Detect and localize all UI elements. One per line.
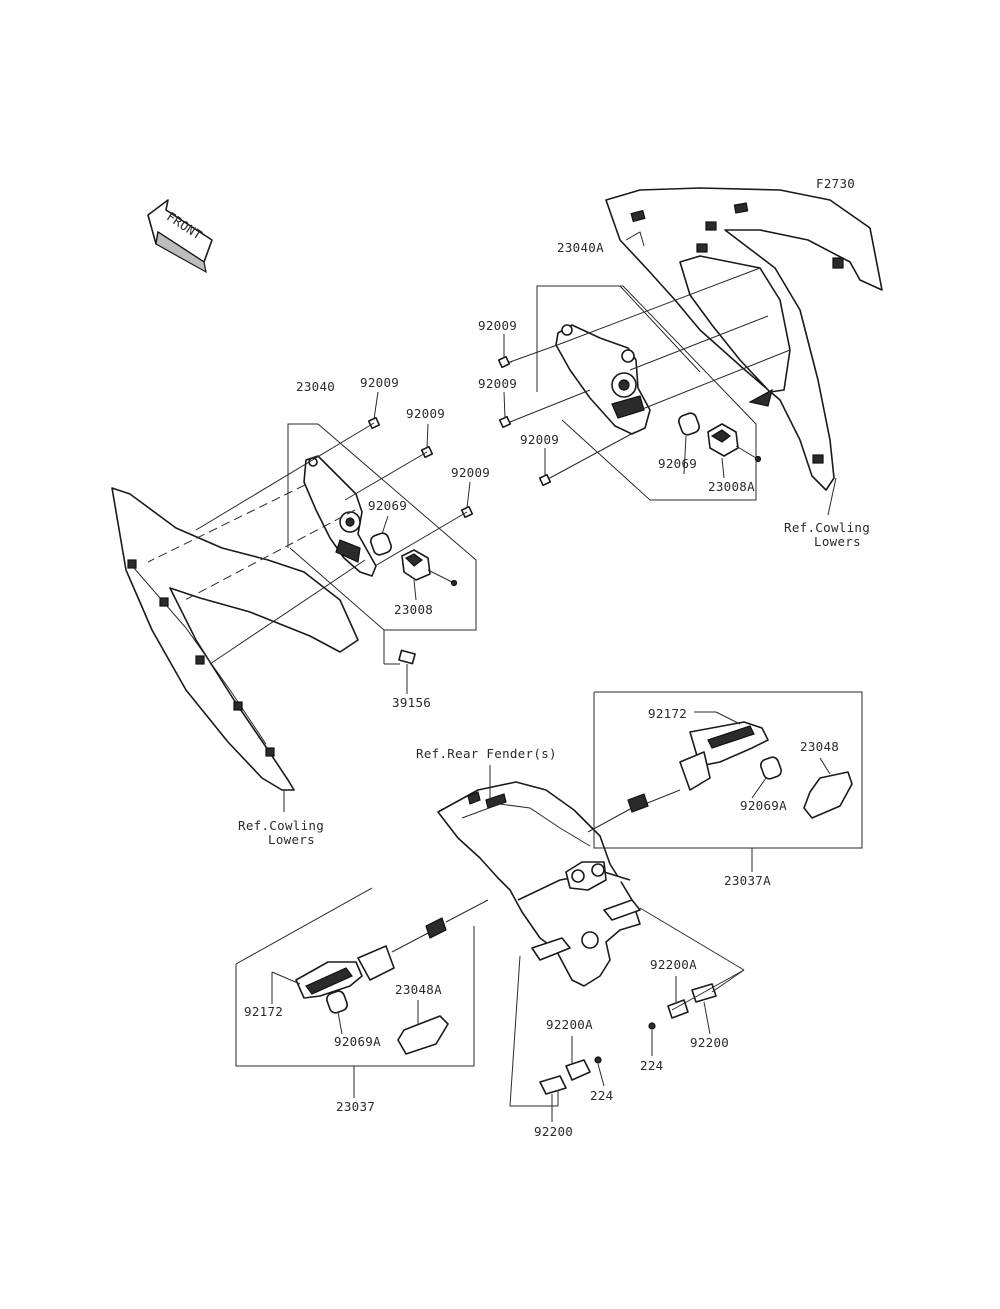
front-direction-arrow: FRONT (147, 199, 213, 274)
label-ref-cowling-left-1: Ref.Cowling (238, 818, 324, 833)
bulb-92069A-left (326, 990, 348, 1014)
reflector-bracket-right (648, 983, 717, 1030)
label-92069-left: 92069 (368, 498, 407, 513)
label-92009-c: 92009 (520, 432, 559, 447)
label-23037: 23037 (336, 1099, 375, 1114)
right-front-turn-signal-housing (555, 324, 651, 435)
label-23048: 23048 (800, 739, 839, 754)
lens-23048 (803, 771, 853, 819)
right-rear-turn-signal (627, 711, 769, 813)
label-92200-right: 92200 (690, 1035, 729, 1050)
bulb-92069A-right (760, 756, 782, 780)
label-ref-cowling-right-2: Lowers (814, 534, 861, 549)
label-224-center: 224 (590, 1088, 613, 1103)
label-23040A: 23040A (557, 240, 604, 255)
label-23008: 23008 (394, 602, 433, 617)
label-92009-d: 92009 (360, 375, 399, 390)
label-92200A-right: 92200A (650, 957, 697, 972)
label-39156: 39156 (392, 695, 431, 710)
label-92009-f: 92009 (451, 465, 490, 480)
screws-92009-top (497, 355, 552, 487)
label-23037A: 23037A (724, 873, 771, 888)
rear-fender (437, 781, 641, 987)
label-23008A: 23008A (708, 479, 755, 494)
label-92009-e: 92009 (406, 406, 445, 421)
label-ref-cowling-left-2: Lowers (268, 832, 315, 847)
label-92009-a: 92009 (478, 318, 517, 333)
figure-code: F2730 (816, 176, 855, 191)
label-ref-cowling-right-1: Ref.Cowling (784, 520, 870, 535)
socket-23008A (707, 423, 762, 463)
bulb-92069-top (678, 412, 700, 436)
label-92172-left: 92172 (244, 1004, 283, 1019)
label-92009-b: 92009 (478, 376, 517, 391)
reflector-bracket-center (539, 1056, 602, 1095)
left-cowling-lower (111, 487, 359, 791)
label-23040: 23040 (296, 379, 335, 394)
clip-39156 (398, 649, 416, 665)
label-92200A-center: 92200A (546, 1017, 593, 1032)
left-rear-turn-signal (271, 917, 447, 999)
lens-23048A (397, 1015, 449, 1055)
socket-23008 (401, 549, 458, 587)
label-92172-right: 92172 (648, 706, 687, 721)
label-92069A-left: 92069A (334, 1034, 381, 1049)
right-cowling-lower (605, 187, 883, 491)
label-ref-rear-fender: Ref.Rear Fender(s) (416, 746, 557, 761)
label-92069-top: 92069 (658, 456, 697, 471)
bulb-92069-left (370, 532, 392, 556)
label-92200-center: 92200 (534, 1124, 573, 1139)
left-front-turn-signal-housing (303, 455, 377, 577)
label-92069A-right: 92069A (740, 798, 787, 813)
label-224-right: 224 (640, 1058, 663, 1073)
label-23048A: 23048A (395, 982, 442, 997)
